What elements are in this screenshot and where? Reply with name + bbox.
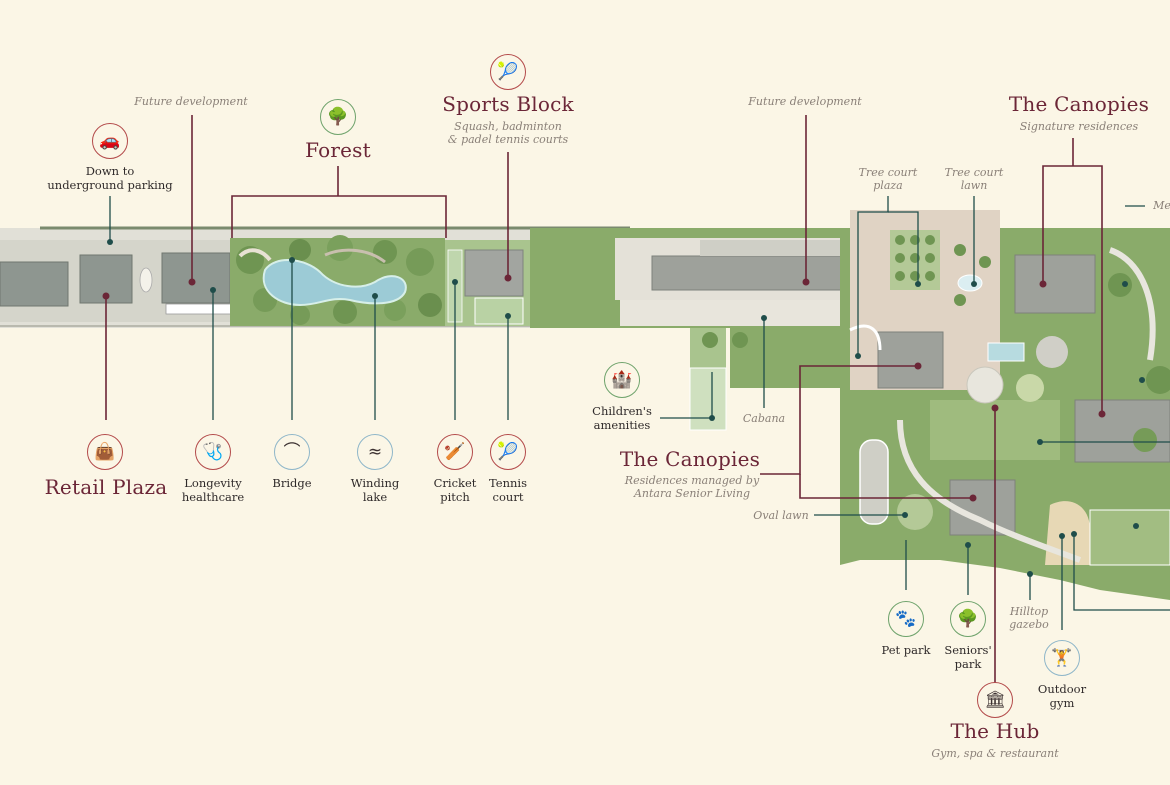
lake-icon: ≈ [357, 434, 393, 470]
shopping-bag-icon: 👜 [87, 434, 123, 470]
sports-block-site [445, 240, 533, 326]
future-development-right-label: Future development [748, 95, 862, 108]
paw-icon: 🐾 [888, 601, 924, 637]
cut-off-right-label: Me [1153, 199, 1170, 212]
forest-area [230, 235, 445, 326]
stethoscope-icon: 🩺 [195, 434, 231, 470]
park-bench-icon: 🌳 [950, 601, 986, 637]
canopies-mid-title: The Canopies [619, 447, 761, 471]
children-castle-icon: 🏰 [604, 362, 640, 398]
future-development-left-label: Future development [134, 95, 248, 108]
cabana-label: Cabana [742, 412, 786, 425]
hub-building-icon: 🏛 [977, 682, 1013, 718]
sports-block-title: Sports Block [442, 92, 574, 116]
the-hub-subtitle: Gym, spa & restaurant [931, 747, 1059, 760]
sports-block-subtitle: Squash, badminton& padel tennis courts [447, 120, 569, 146]
canopies-top-title: The Canopies [1008, 92, 1150, 116]
tennis-court-icon: 🎾 [490, 434, 526, 470]
winding-lake [262, 259, 407, 307]
leader-lines-maroon [105, 115, 1103, 690]
forest-tree-icon: 🌳 [320, 99, 356, 135]
leader-lines-teal [109, 196, 1170, 630]
canopies-top-subtitle: Signature residences [1019, 120, 1139, 133]
seniors-park-label: Seniors'park [944, 643, 992, 671]
pet-park-label: Pet park [881, 643, 931, 657]
canopies-site [840, 210, 1170, 600]
middle-site-strip [530, 228, 883, 431]
parking-car-icon: 🚗 [92, 123, 128, 159]
oval-lawn-label: Oval lawn [753, 509, 809, 522]
tennis-racket-icon: 🎾 [490, 54, 526, 90]
forest-title: Forest [305, 138, 371, 162]
dumbbell-icon: 🏋 [1044, 640, 1080, 676]
marker-dots [102, 239, 1145, 577]
retail-plaza-title: Retail Plaza [44, 475, 168, 499]
bridge-label: Bridge [272, 476, 312, 490]
the-hub-title: The Hub [950, 719, 1040, 743]
bridge-icon: ⌒ [274, 434, 310, 470]
cricket-bat-icon: 🏏 [437, 434, 473, 470]
